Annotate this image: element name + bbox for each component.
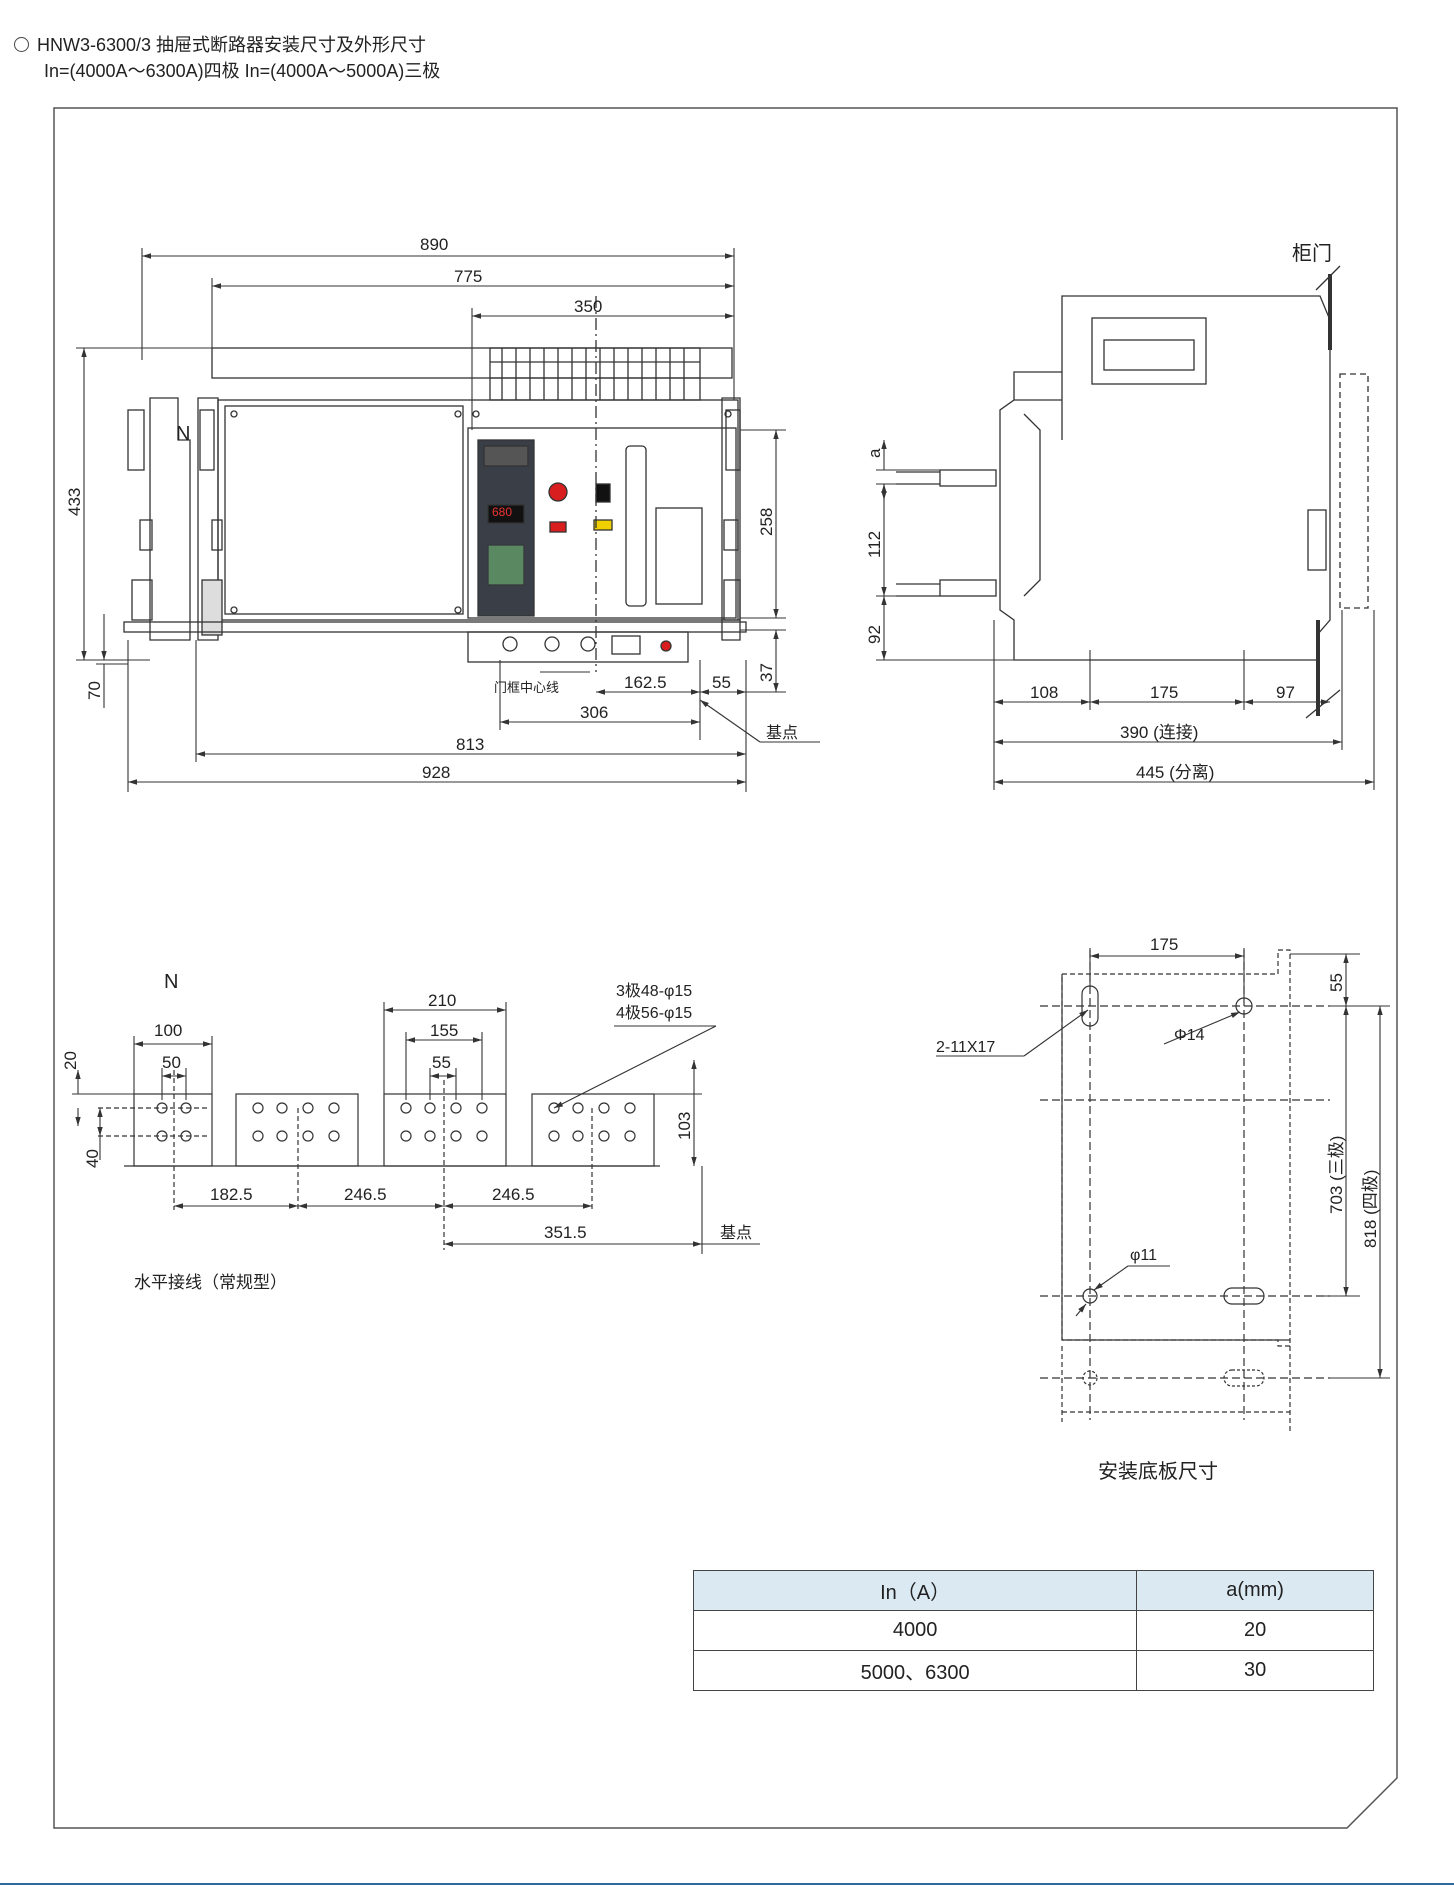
dim-350: 350 bbox=[574, 297, 602, 316]
hole-14-label: Φ14 bbox=[1174, 1027, 1205, 1044]
dim-70: 70 bbox=[85, 681, 104, 700]
dim-818: 818 (四极) bbox=[1361, 1170, 1380, 1248]
title-line-2: In=(4000A～6300A)四极 In=(4000A～5000A)三极 bbox=[44, 61, 441, 81]
dim-775: 775 bbox=[454, 267, 482, 286]
table-cell: 20 bbox=[1136, 1610, 1374, 1651]
dim-55-plate: 55 bbox=[1327, 973, 1346, 992]
hole-note-4-pole: 4极56-φ15 bbox=[616, 1004, 692, 1022]
dim-210: 210 bbox=[428, 991, 456, 1010]
table-header-row: In（A） a(mm) bbox=[692, 1570, 1374, 1611]
title-text: HNW3-6300/3 抽屉式断路器安装尺寸及外形尺寸 bbox=[37, 35, 427, 55]
dim-40: 40 bbox=[83, 1149, 102, 1168]
dim-890: 890 bbox=[420, 235, 448, 254]
side-dimension-lines bbox=[876, 440, 1375, 790]
dim-445: 445 (分离) bbox=[1136, 763, 1214, 782]
controller-display bbox=[487, 504, 525, 524]
dim-928: 928 bbox=[422, 763, 450, 782]
busbar-datum-label: 基点 bbox=[720, 1224, 752, 1242]
dim-20: 20 bbox=[61, 1051, 80, 1070]
title-line-1: HNW3-6300/3 抽屉式断路器安装尺寸及外形尺寸 bbox=[14, 32, 440, 58]
side-view bbox=[896, 265, 1369, 719]
dim-813: 813 bbox=[456, 735, 484, 754]
page-header: HNW3-6300/3 抽屉式断路器安装尺寸及外形尺寸 In=(4000A～63… bbox=[14, 32, 440, 84]
cabinet-door-label: 柜门 bbox=[1292, 242, 1332, 265]
sheet-frame bbox=[53, 107, 1398, 1829]
dim-55-busbar: 55 bbox=[432, 1053, 451, 1072]
controller-display-panel bbox=[477, 439, 535, 617]
on-button-icon bbox=[595, 483, 611, 503]
slot-bottom-right-icon bbox=[1223, 1287, 1265, 1305]
dim-175-plate: 175 bbox=[1150, 935, 1178, 954]
hole-bottom-left-icon bbox=[1082, 1288, 1098, 1304]
busbar-caption: 水平接线（常规型） bbox=[134, 1273, 287, 1292]
dim-155: 155 bbox=[430, 1021, 458, 1040]
table-row: 4000 20 bbox=[692, 1610, 1374, 1651]
slot-label: 2-11X17 bbox=[936, 1039, 995, 1056]
dim-162-5: 162.5 bbox=[624, 673, 667, 692]
dim-258: 258 bbox=[757, 508, 776, 536]
dim-306: 306 bbox=[580, 703, 608, 722]
dim-a: a bbox=[865, 448, 884, 458]
dim-246-5-a: 246.5 bbox=[344, 1185, 387, 1204]
dim-50: 50 bbox=[162, 1053, 181, 1072]
circle-bullet-icon bbox=[14, 37, 29, 52]
vent-grille bbox=[490, 348, 700, 400]
dim-390: 390 (连接) bbox=[1120, 723, 1198, 742]
front-dimension-lines bbox=[76, 248, 820, 792]
front-datum-label: 基点 bbox=[766, 724, 798, 742]
dim-55: 55 bbox=[712, 673, 731, 692]
hole-note-3-pole: 3极48-φ15 bbox=[616, 982, 692, 1000]
dim-246-5-b: 246.5 bbox=[492, 1185, 535, 1204]
busbar-holes bbox=[156, 1102, 636, 1142]
table-row: 5000、6300 30 bbox=[692, 1650, 1374, 1691]
hole-11-label: φ11 bbox=[1130, 1247, 1157, 1264]
dim-97: 97 bbox=[1276, 683, 1295, 702]
dim-103: 103 bbox=[675, 1112, 694, 1140]
bottom-rule bbox=[0, 1883, 1454, 1885]
dim-108: 108 bbox=[1030, 683, 1058, 702]
plate-caption: 安装底板尺寸 bbox=[1098, 1460, 1218, 1483]
busbar-dimension-lines bbox=[72, 1002, 760, 1254]
table-header-cell: In（A） bbox=[692, 1570, 1138, 1611]
dim-703: 703 (三极) bbox=[1327, 1136, 1346, 1214]
table-header-cell: a(mm) bbox=[1136, 1570, 1374, 1611]
dim-100: 100 bbox=[154, 1021, 182, 1040]
busbar-view bbox=[98, 1070, 660, 1250]
mounting-plate bbox=[1040, 949, 1330, 1432]
plate-dimension-lines bbox=[936, 948, 1390, 1379]
busbar-n-label: N bbox=[164, 971, 178, 993]
dim-37: 37 bbox=[757, 663, 776, 682]
dim-92: 92 bbox=[865, 625, 884, 644]
dim-182-5: 182.5 bbox=[210, 1185, 253, 1204]
table-cell: 5000、6300 bbox=[692, 1650, 1138, 1691]
display-value: 680 bbox=[492, 505, 512, 519]
table-cell: 30 bbox=[1136, 1650, 1374, 1691]
door-centerline-label: 门框中心线 bbox=[494, 680, 559, 695]
table-cell: 4000 bbox=[692, 1610, 1138, 1651]
dim-175-side: 175 bbox=[1150, 683, 1178, 702]
front-view bbox=[123, 296, 747, 672]
dim-112: 112 bbox=[865, 531, 884, 558]
dim-351-5: 351.5 bbox=[544, 1223, 587, 1242]
off-button-icon bbox=[548, 482, 568, 502]
dim-433: 433 bbox=[65, 488, 84, 516]
current-spec-table: In（A） a(mm) 4000 20 5000、6300 30 bbox=[692, 1570, 1374, 1691]
front-n-label: N bbox=[176, 423, 190, 445]
